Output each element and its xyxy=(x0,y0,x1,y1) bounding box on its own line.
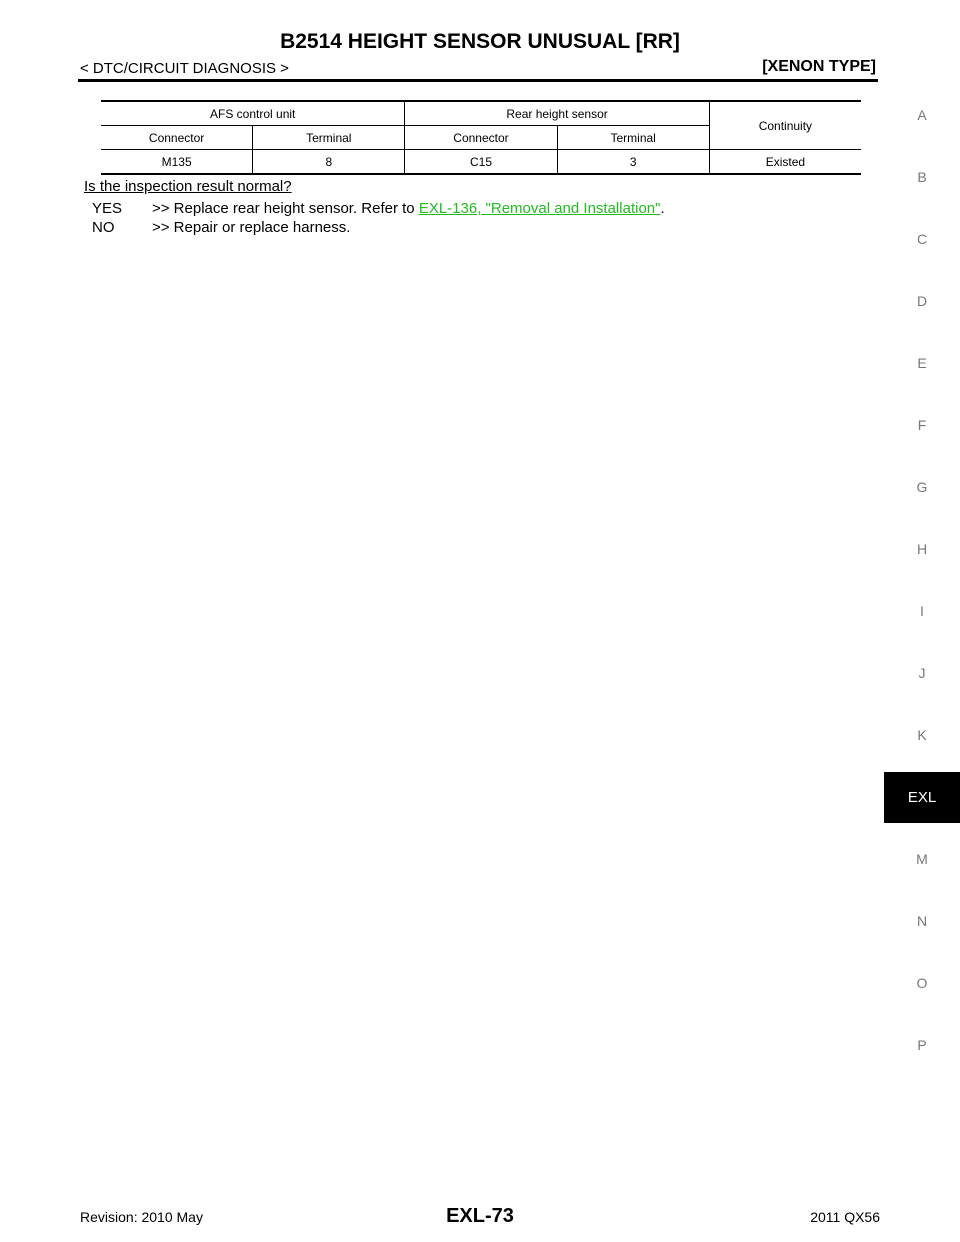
page-title: B2514 HEIGHT SENSOR UNUSUAL [RR] xyxy=(280,30,680,53)
table-cell: 3 xyxy=(556,149,710,175)
footer-page-number: EXL-73 xyxy=(446,1205,514,1227)
table-header-continuity: Continuity xyxy=(708,100,861,150)
side-index-item[interactable]: N xyxy=(916,913,928,929)
inspection-question: Is the inspection result normal? xyxy=(84,178,292,195)
side-index-item[interactable]: E xyxy=(917,355,927,371)
answer-end: . xyxy=(660,200,665,217)
side-index-item[interactable]: M xyxy=(916,851,928,867)
table-cell: C15 xyxy=(404,149,558,175)
side-index-item[interactable]: D xyxy=(916,293,928,309)
table-header: Connector xyxy=(404,125,558,150)
table-group-header: AFS control unit xyxy=(101,100,405,126)
type-label: [XENON TYPE] xyxy=(762,58,876,75)
side-index-item[interactable]: P xyxy=(917,1037,927,1053)
side-index-item[interactable]: A xyxy=(917,107,927,123)
table-header: Terminal xyxy=(252,125,405,150)
continuity-table: AFS control unit Rear height sensor Cont… xyxy=(101,100,861,175)
table-group-header: Rear height sensor xyxy=(404,100,710,126)
table-header: Connector xyxy=(101,125,253,150)
table-cell: 8 xyxy=(252,149,405,175)
footer-model: 2011 QX56 xyxy=(810,1209,880,1225)
header-divider xyxy=(78,79,878,82)
side-index-item[interactable]: C xyxy=(916,231,928,247)
footer-revision: Revision: 2010 May xyxy=(80,1209,203,1225)
table-row: M135 8 C15 3 Existed xyxy=(101,149,861,175)
answer-text: >> Replace rear height sensor. Refer to xyxy=(152,200,419,217)
side-index-item[interactable]: G xyxy=(916,479,928,495)
side-index-item[interactable]: I xyxy=(920,603,924,619)
side-index-item[interactable]: F xyxy=(917,417,927,433)
table-header: Terminal xyxy=(556,125,710,150)
side-index-item[interactable]: J xyxy=(918,665,926,681)
side-index: A B C D E F G H I J K M N O P xyxy=(884,100,960,1092)
table-cell: M135 xyxy=(101,149,253,175)
side-index-item[interactable]: B xyxy=(917,169,927,185)
side-index-active-tab[interactable]: EXL xyxy=(884,772,960,823)
answer-key: YES xyxy=(92,200,123,217)
answer-key: NO xyxy=(92,219,115,236)
side-index-item[interactable]: O xyxy=(916,975,928,991)
side-index-item[interactable]: K xyxy=(917,727,927,743)
section-label: < DTC/CIRCUIT DIAGNOSIS > xyxy=(80,60,289,77)
side-index-item[interactable]: H xyxy=(916,541,928,557)
answer-text: >> Repair or replace harness. xyxy=(152,219,351,236)
table-cell: Existed xyxy=(708,149,861,175)
reference-link[interactable]: EXL-136, "Removal and Installation" xyxy=(418,200,661,217)
